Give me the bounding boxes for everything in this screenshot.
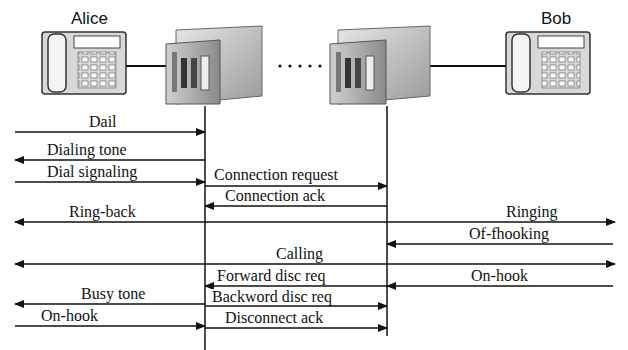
party-name: Bob — [540, 10, 572, 28]
signal-label: Dial signaling — [46, 164, 138, 180]
signal-label: Calling — [275, 246, 324, 262]
signal-arrow — [205, 305, 387, 306]
signal-label: Backword disc req — [211, 289, 333, 305]
timeline — [204, 106, 206, 350]
signal-arrow — [15, 221, 615, 222]
signal-arrow — [205, 327, 387, 328]
signal-arrow — [15, 325, 205, 326]
signal-arrow — [15, 263, 615, 264]
dots — [278, 64, 321, 67]
signal-arrow — [15, 159, 205, 160]
signal-label: On-hook — [470, 268, 529, 284]
signal-label: Dail — [88, 114, 118, 130]
timeline — [386, 106, 388, 336]
signal-label: On-hook — [40, 308, 99, 324]
signal-label: Forward disc req — [216, 268, 326, 284]
signal-arrow — [15, 303, 205, 304]
signal-label: Ringing — [505, 204, 559, 220]
signal-arrow — [205, 185, 387, 186]
signal-label: Connection request — [213, 167, 339, 183]
signal-label: Busy tone — [80, 286, 146, 302]
signal-arrow — [15, 181, 205, 182]
signal-arrow — [387, 243, 613, 244]
party-name: Alice — [70, 10, 109, 28]
switch-right — [330, 26, 430, 104]
signal-arrow — [205, 205, 387, 206]
signal-label: Of-fhooking — [468, 226, 550, 242]
signal-arrow — [205, 285, 387, 286]
signal-label: Ring-back — [68, 204, 137, 220]
switch-left — [166, 26, 262, 104]
signal-label: Disconnect ack — [224, 310, 324, 326]
signal-arrow — [387, 285, 613, 286]
signal-label: Dialing tone — [46, 142, 128, 158]
wire — [430, 65, 506, 67]
phone-alice — [42, 32, 126, 94]
phone-bob — [506, 32, 590, 94]
signal-label: Connection ack — [224, 188, 326, 204]
wire — [126, 65, 166, 67]
signal-arrow — [15, 131, 205, 132]
